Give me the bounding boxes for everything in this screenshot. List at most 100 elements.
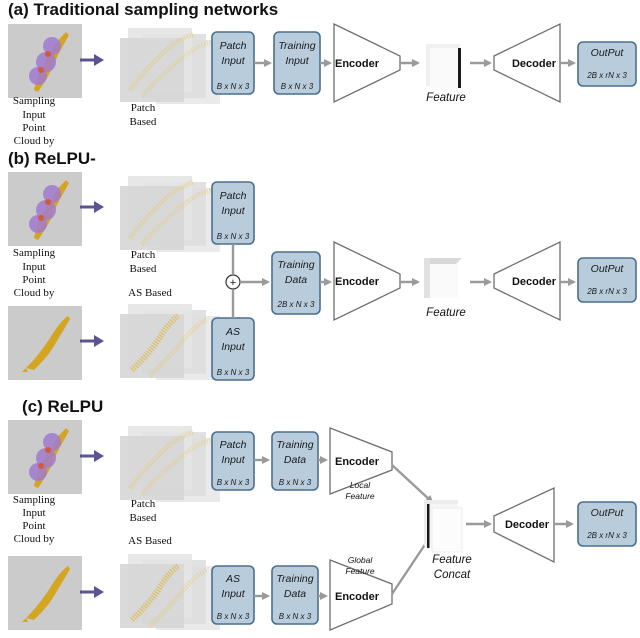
caption-input-a: Input — [22, 109, 45, 121]
arrow-right-icon — [94, 54, 104, 66]
caption-patch-a: Patch — [131, 102, 156, 114]
output-box-b: OutPut 2B x rN x 3 — [577, 257, 637, 303]
caption-as-based-c: AS Based — [128, 535, 172, 547]
arrow-right-icon — [94, 201, 104, 213]
svg-text:2B x rN x 3: 2B x rN x 3 — [586, 71, 627, 80]
svg-text:Feature: Feature — [432, 554, 472, 566]
caption-as-based-b: AS Based — [128, 287, 172, 299]
encoder-a: Encoder — [333, 22, 401, 104]
caption-point-a: Point — [22, 122, 45, 134]
caption-sampling-c: Sampling — [13, 494, 56, 506]
svg-text:Training: Training — [276, 573, 313, 585]
arrow-right-icon — [94, 335, 104, 347]
svg-text:OutPut: OutPut — [591, 263, 625, 275]
svg-text:Decoder: Decoder — [505, 519, 550, 531]
training-data-box-c1: Training Data B x N x 3 — [271, 431, 319, 491]
training-input-box-a: Training Input B x N x 3 — [273, 31, 321, 95]
input-cloud-sampled-b — [8, 172, 82, 246]
svg-text:Patch: Patch — [220, 190, 247, 202]
as-input-box-c: AS Input B x N x 3 — [211, 565, 255, 625]
svg-text:Encoder: Encoder — [335, 456, 380, 468]
patch-input-box-b: Patch Input B x N x 3 — [211, 181, 255, 245]
input-cloud-sampled-c — [8, 420, 82, 494]
caption-based-c: Based — [130, 512, 157, 524]
arrow-right-icon — [94, 586, 104, 598]
patch-stack-c — [120, 426, 220, 502]
section-b-title: (b) ReLPU- — [8, 149, 96, 168]
svg-text:2B x rN x 3: 2B x rN x 3 — [586, 287, 627, 296]
svg-text:Patch: Patch — [220, 40, 247, 52]
svg-text:Input: Input — [221, 205, 245, 217]
global-feature-label-1: Global — [348, 555, 374, 565]
svg-text:Encoder: Encoder — [335, 591, 380, 603]
svg-text:Training: Training — [276, 439, 313, 451]
input-cloud-sampled-a — [8, 24, 82, 98]
svg-text:OutPut: OutPut — [591, 507, 625, 519]
svg-text:Feature: Feature — [426, 92, 466, 104]
arrow-right-icon — [94, 450, 104, 462]
svg-text:B x N x 3: B x N x 3 — [279, 478, 312, 487]
output-box-a: OutPut 2B x rN x 3 — [577, 41, 637, 87]
svg-text:Data: Data — [284, 454, 306, 466]
svg-text:B x N x 3: B x N x 3 — [217, 612, 250, 621]
caption-point-c: Point — [22, 520, 45, 532]
svg-text:Decoder: Decoder — [512, 276, 557, 288]
section-a-title: (a) Traditional sampling networks — [8, 0, 278, 19]
caption-cloud-by-b: Cloud by — [14, 287, 55, 299]
caption-cloud-by-c: Cloud by — [14, 533, 55, 545]
svg-text:Decoder: Decoder — [512, 58, 557, 70]
caption-based-a: Based — [130, 116, 157, 128]
svg-text:OutPut: OutPut — [591, 47, 625, 59]
svg-text:AS: AS — [225, 326, 240, 338]
training-data-box-c2: Training Data B x N x 3 — [271, 565, 319, 625]
caption-input-b: Input — [22, 261, 45, 273]
svg-text:Feature: Feature — [426, 307, 466, 319]
svg-text:B x N x 3: B x N x 3 — [217, 368, 250, 377]
svg-text:B x N x 3: B x N x 3 — [279, 612, 312, 621]
training-data-box-b: Training Data 2B x N x 3 — [271, 251, 321, 315]
svg-text:B x N x 3: B x N x 3 — [217, 82, 250, 91]
caption-point-b: Point — [22, 274, 45, 286]
local-feature-label-1: Local — [350, 480, 371, 490]
feature-block-b: Feature — [424, 258, 466, 319]
caption-patch-b: Patch — [131, 249, 156, 261]
svg-text:Input: Input — [221, 341, 245, 353]
input-cloud-as-c — [8, 556, 82, 630]
feature-concat-block: Feature Concat — [424, 500, 472, 581]
caption-sampling-a: Sampling — [13, 95, 56, 107]
svg-text:Encoder: Encoder — [335, 58, 380, 70]
decoder-a: Decoder — [493, 22, 561, 104]
svg-text:Training: Training — [278, 40, 315, 52]
svg-text:Patch: Patch — [220, 439, 247, 451]
encoder-c-local: Encoder — [329, 427, 393, 495]
svg-text:2B x N x 3: 2B x N x 3 — [277, 300, 315, 309]
decoder-c: Decoder — [493, 486, 555, 564]
encoder-b: Encoder — [333, 240, 401, 322]
svg-text:Input: Input — [285, 55, 309, 67]
output-box-c: OutPut 2B x rN x 3 — [577, 501, 637, 547]
svg-text:Data: Data — [284, 588, 306, 600]
plus-merge-node: + — [225, 274, 241, 290]
svg-text:B x N x 3: B x N x 3 — [217, 478, 250, 487]
local-feature-label-2: Feature — [345, 491, 375, 501]
as-stack-b — [120, 304, 220, 380]
svg-text:+: + — [230, 277, 236, 289]
section-c-title: (c) ReLPU — [22, 397, 103, 416]
svg-text:Input: Input — [221, 55, 245, 67]
svg-text:Training: Training — [277, 259, 314, 271]
caption-patch-c: Patch — [131, 498, 156, 510]
as-stack-c — [120, 554, 220, 630]
caption-sampling-b: Sampling — [13, 247, 56, 259]
caption-input-c: Input — [22, 507, 45, 519]
patch-stack-b — [120, 176, 220, 252]
svg-text:Input: Input — [221, 588, 245, 600]
patch-input-box-c: Patch Input B x N x 3 — [211, 431, 255, 491]
svg-text:B x N x 3: B x N x 3 — [217, 232, 250, 241]
svg-text:B x N x 3: B x N x 3 — [281, 82, 314, 91]
patch-stack-a — [120, 28, 220, 104]
caption-cloud-by-a: Cloud by — [14, 135, 55, 147]
as-input-box-b: AS Input B x N x 3 — [211, 317, 255, 381]
input-cloud-as-b — [8, 306, 82, 380]
